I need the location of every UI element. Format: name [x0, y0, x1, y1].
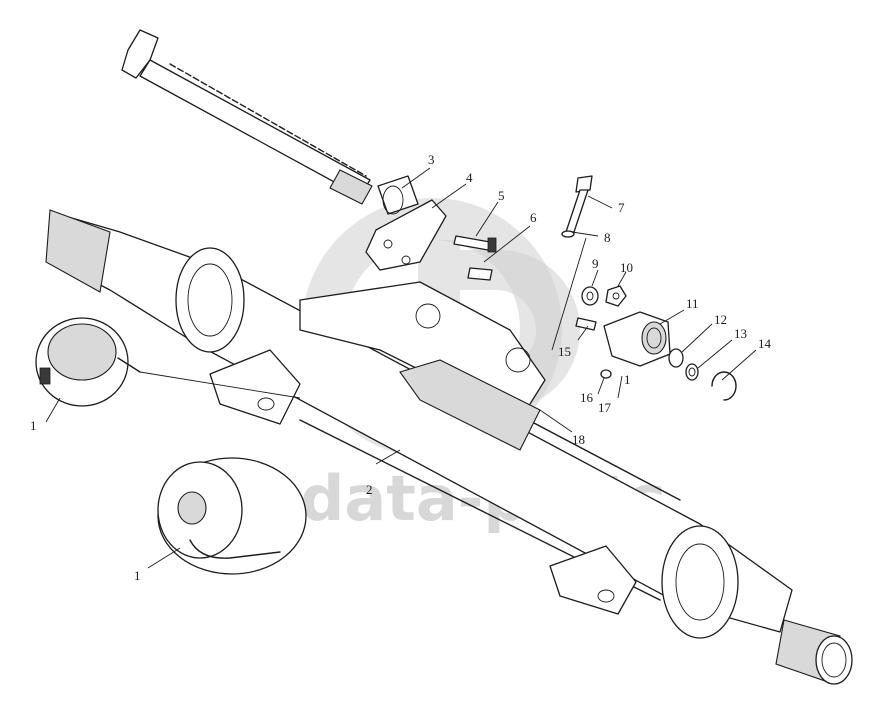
circlip-part-14	[711, 371, 737, 401]
bushing-part-3	[377, 175, 419, 215]
drive-shaft	[121, 29, 373, 205]
clamp-bracket-part-4	[365, 199, 447, 271]
ring-part-13	[685, 363, 699, 381]
bolt-part-7	[565, 175, 593, 233]
callout-7: 7	[618, 200, 625, 215]
bolt-part-15	[575, 317, 597, 331]
callout-17: 17	[598, 400, 612, 415]
bolt-part-5	[453, 235, 497, 253]
axle-beam	[45, 209, 853, 685]
callout-1-small: 1	[624, 372, 631, 387]
callout-6: 6	[530, 210, 537, 225]
bolt-part-6	[467, 267, 493, 281]
callout-15: 15	[558, 344, 571, 359]
callout-1-lower: 1	[134, 568, 141, 583]
callout-18: 18	[572, 432, 585, 447]
mounting-plate	[299, 281, 546, 451]
slack-adjuster-part-11	[603, 311, 671, 367]
callout-2: 2	[366, 482, 373, 497]
callout-13: 13	[734, 326, 747, 341]
support-shoe-right	[549, 545, 637, 615]
callout-11: 11	[686, 296, 699, 311]
callout-5: 5	[498, 188, 505, 203]
brake-chamber-lower	[157, 457, 307, 575]
callout-10: 10	[620, 260, 633, 275]
ring-part-12	[668, 348, 684, 368]
brake-chamber-upper	[35, 317, 141, 407]
callout-3: 3	[428, 152, 435, 167]
callout-labels: 3 4 5 6 7 8 9 10 11 12 13 14 15 16 17 1 …	[30, 152, 772, 583]
nut-part-9	[581, 286, 599, 306]
callout-8: 8	[604, 230, 611, 245]
washer-part-8	[561, 230, 575, 238]
callout-16: 16	[580, 390, 594, 405]
support-shoe-left	[209, 349, 301, 425]
callout-14: 14	[758, 336, 772, 351]
washer-part-16	[600, 369, 612, 379]
nut-part-10	[605, 285, 627, 307]
callout-4: 4	[466, 170, 473, 185]
callout-9: 9	[592, 256, 599, 271]
callout-1-upper: 1	[30, 418, 37, 433]
callout-12: 12	[714, 312, 727, 327]
leader-lines	[45, 167, 757, 569]
